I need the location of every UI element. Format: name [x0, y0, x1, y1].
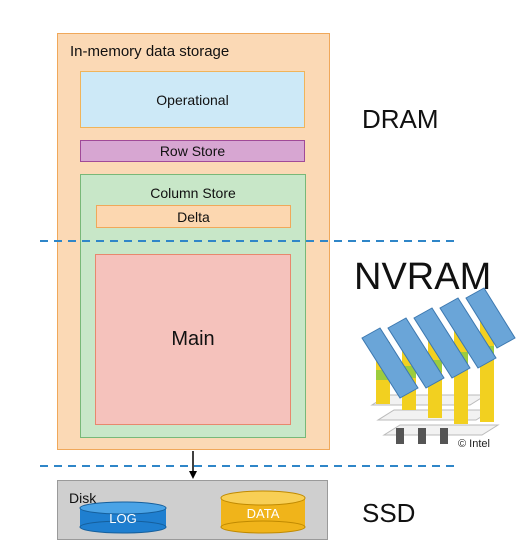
log-cylinder-icon: [79, 501, 167, 534]
row-store-box: Row Store: [80, 140, 305, 162]
row-store-label: Row Store: [159, 143, 226, 159]
nvram-crosspoint-icon: [361, 287, 516, 444]
tier-label-ssd: SSD: [362, 498, 416, 528]
operational-label: Operational: [156, 91, 229, 108]
data-label: DATA: [246, 506, 280, 521]
main-label: Main: [171, 328, 215, 350]
log-label: LOG: [109, 511, 137, 526]
operational-box: Operational: [80, 71, 305, 128]
data-cylinder-icon: [220, 490, 306, 534]
in-memory-label: In-memory data storage: [70, 43, 230, 60]
column-store-label: Column Store: [150, 185, 236, 201]
flush-arrow: [189, 451, 197, 479]
tier-label-nvram: NVRAM: [354, 256, 492, 298]
delta-box: Delta: [96, 205, 291, 228]
delta-label: Delta: [177, 208, 210, 225]
intel-credit: © Intel: [458, 438, 490, 450]
tier-label-dram: DRAM: [362, 104, 439, 134]
disk-label: Disk: [69, 490, 97, 506]
main-box: Main: [95, 254, 291, 425]
